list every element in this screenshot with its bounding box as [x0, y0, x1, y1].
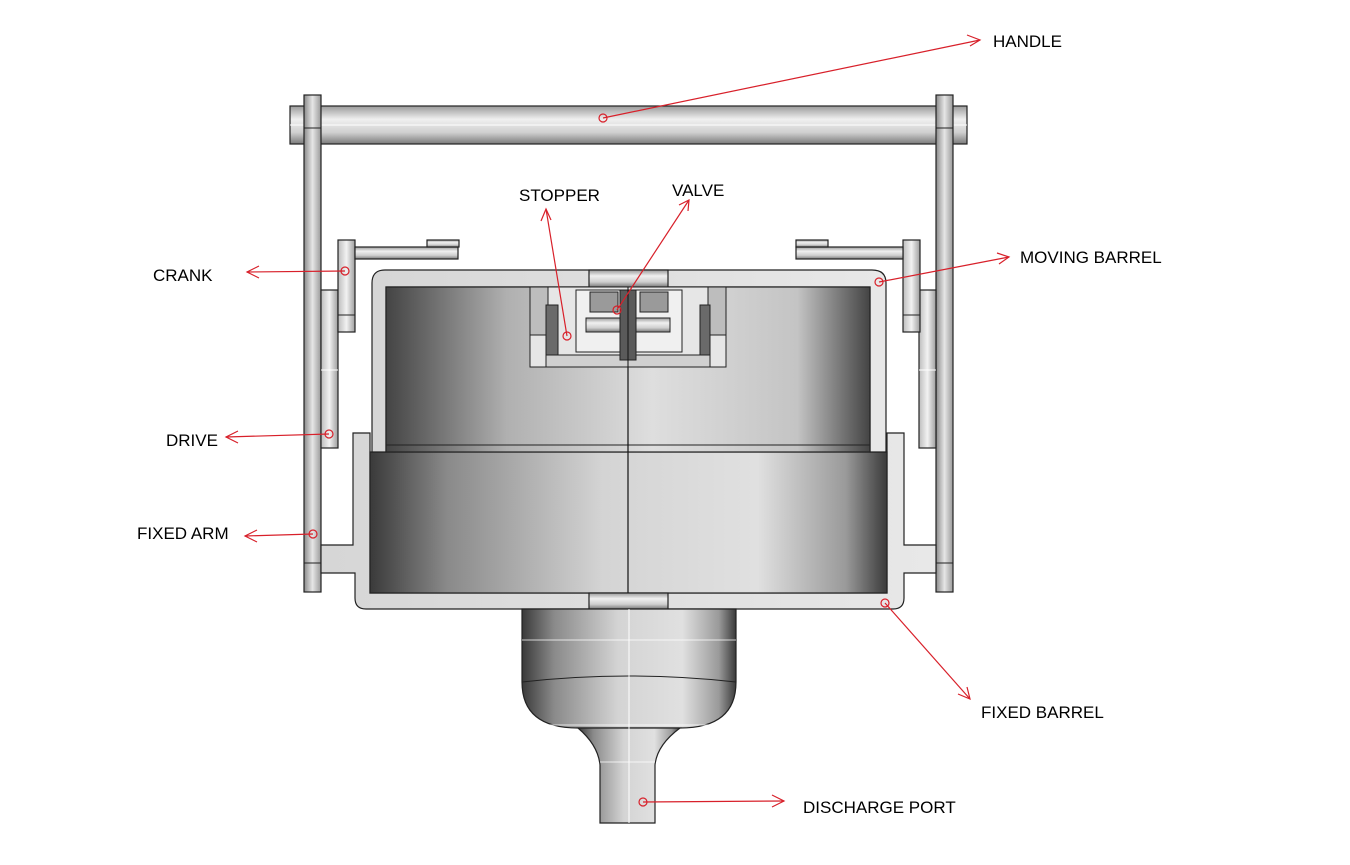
fixed-barrel-part — [320, 432, 937, 610]
discharge-port-part — [521, 592, 737, 824]
valve-callout: VALVE — [612, 181, 724, 315]
valve-label: VALVE — [672, 181, 724, 200]
fixed-arm-right — [935, 94, 954, 593]
fixed-arm-callout: FIXED ARM — [137, 524, 318, 543]
stopper-label: STOPPER — [519, 186, 600, 205]
moving-barrel-callout: MOVING BARREL — [874, 248, 1162, 287]
drive-callout: DRIVE — [166, 429, 334, 450]
fixed-arm-label: FIXED ARM — [137, 524, 229, 543]
drive-left — [320, 289, 339, 449]
crank-left — [337, 239, 460, 333]
drive-label: DRIVE — [166, 431, 218, 450]
crank-callout: CRANK — [153, 265, 350, 285]
handle-callout: HANDLE — [598, 32, 1062, 123]
fixed-barrel-label: FIXED BARREL — [981, 703, 1104, 722]
crank-right — [795, 239, 921, 333]
discharge-port-callout: DISCHARGE PORT — [638, 794, 956, 817]
drive-right — [918, 289, 937, 449]
handle-part — [289, 105, 968, 145]
fixed-arm-left — [303, 94, 322, 593]
fixed-barrel-callout: FIXED BARREL — [880, 598, 1104, 722]
handle-label: HANDLE — [993, 32, 1062, 51]
stopper-callout: STOPPER — [519, 186, 600, 341]
moving-barrel-label: MOVING BARREL — [1020, 248, 1162, 267]
crank-label: CRANK — [153, 266, 213, 285]
discharge-port-label: DISCHARGE PORT — [803, 798, 956, 817]
valve-assembly — [529, 286, 727, 368]
